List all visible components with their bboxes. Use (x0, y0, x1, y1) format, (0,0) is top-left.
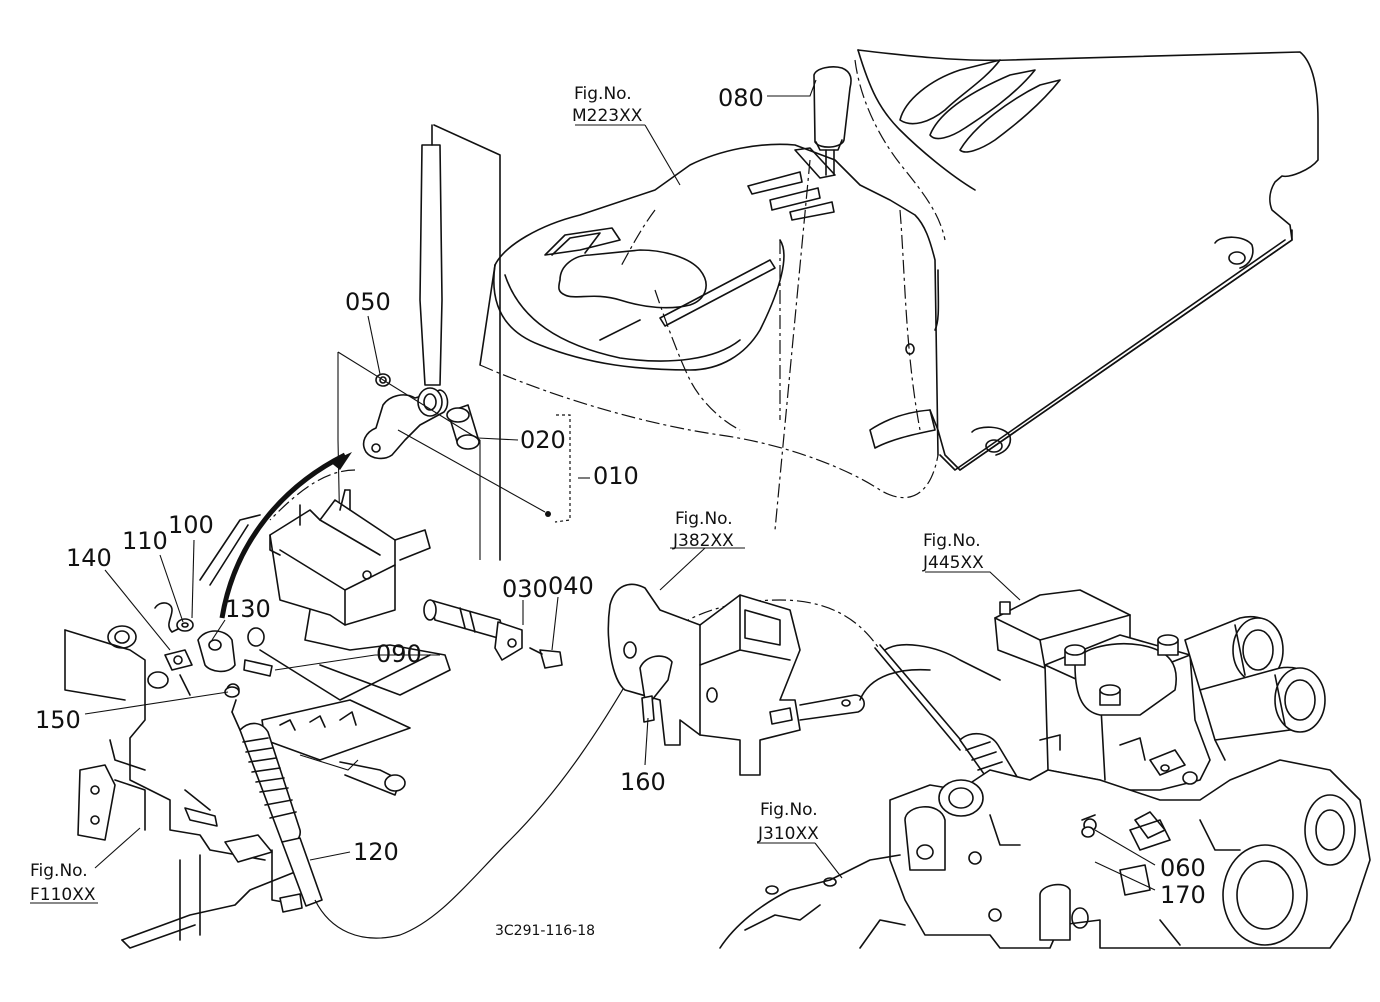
leader-lines (30, 79, 1156, 904)
label-050: 050 (345, 288, 391, 316)
shift-lever (337, 124, 551, 561)
small-hardware (154, 602, 265, 698)
label-090: 090 (376, 640, 422, 668)
label-160: 160 (620, 768, 666, 796)
svg-text:Fig.No.: Fig.No. (923, 531, 981, 551)
svg-text:J310XX: J310XX (757, 824, 819, 844)
svg-text:Fig.No.: Fig.No. (30, 861, 88, 881)
label-040: 040 (548, 572, 594, 600)
fig-ref-j382: Fig.No. J382XX (672, 509, 734, 551)
console-cover (479, 49, 1319, 531)
label-110: 110 (122, 527, 168, 555)
label-060: 060 (1160, 854, 1206, 882)
label-130: 130 (225, 595, 271, 623)
left-frame (64, 625, 303, 949)
shift-knob (813, 66, 852, 176)
label-100: 100 (168, 511, 214, 539)
label-030: 030 (502, 575, 548, 603)
label-080: 080 (718, 84, 764, 112)
svg-text:Fig.No.: Fig.No. (760, 800, 818, 820)
label-120: 120 (353, 838, 399, 866)
svg-text:J382XX: J382XX (672, 531, 734, 551)
label-150: 150 (35, 706, 81, 734)
part-number-labels: 010 020 030 040 050 060 080 090 100 110 … (35, 84, 1206, 909)
label-010: 010 (593, 462, 639, 490)
diagram-code: 3C291-116-18 (495, 923, 595, 939)
label-140: 140 (66, 544, 112, 572)
valve-transmission (719, 589, 1371, 949)
label-170: 170 (1160, 881, 1206, 909)
svg-text:J445XX: J445XX (922, 553, 984, 573)
fig-ref-m223: Fig.No. M223XX (572, 84, 643, 126)
label-020: 020 (520, 426, 566, 454)
svg-text:M223XX: M223XX (572, 106, 643, 126)
fig-ref-f110: Fig.No. F110XX (30, 861, 96, 905)
lever-bracket (199, 489, 563, 796)
svg-text:F110XX: F110XX (30, 885, 96, 905)
cable-bracket (607, 583, 865, 776)
fig-ref-j445: Fig.No. J445XX (922, 531, 984, 573)
fig-ref-j310: Fig.No. J310XX (757, 800, 819, 844)
svg-text:Fig.No.: Fig.No. (574, 84, 632, 104)
figure-reference-labels: Fig.No. M223XX Fig.No. J382XX Fig.No. J4… (30, 84, 984, 905)
svg-text:Fig.No.: Fig.No. (675, 509, 733, 529)
